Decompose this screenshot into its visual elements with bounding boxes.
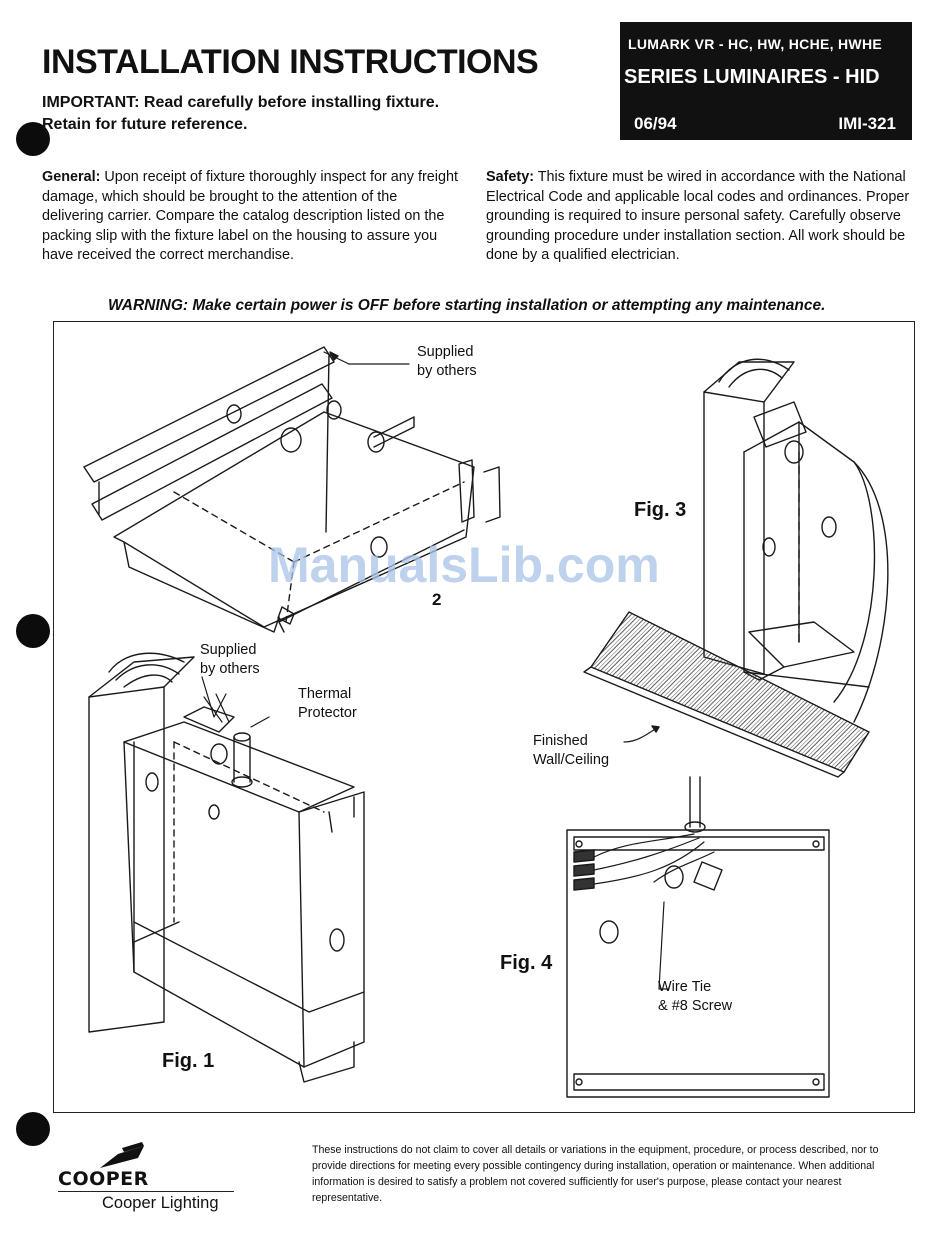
fig3-label: Fig. 3 (634, 499, 687, 521)
doc-number: IMI-321 (838, 114, 896, 133)
fig1-label: Fig. 1 (162, 1050, 215, 1072)
finished-surface-callout: Finished Wall/Ceiling (533, 732, 609, 770)
fig2-callout-line-2: by others (417, 363, 477, 379)
fig4-housing (566, 829, 830, 1098)
company-name: Cooper Lighting (102, 1194, 219, 1212)
fig4-label: Fig. 4 (500, 952, 553, 974)
fig2-callout-line-1: Supplied (417, 344, 474, 360)
important-line-2: Retain for future reference. (42, 116, 248, 133)
fig1-wall-post (88, 686, 165, 1033)
important-line-1: IMPORTANT: Read carefully before install… (42, 94, 440, 111)
fig1-callout-line-2: by others (200, 661, 260, 677)
fig2-drawing (83, 346, 501, 633)
fig1-callout: Supplied by others (200, 641, 260, 679)
important-notice: IMPORTANT: Read carefully before install… (42, 92, 522, 136)
installation-diagram (83, 346, 889, 1098)
product-series: SERIES LUMINAIRES - HID (624, 66, 880, 88)
safety-heading: Safety: (486, 169, 534, 185)
fig1-callout-line-1: Supplied (200, 642, 257, 658)
fig1-housing (123, 741, 365, 1068)
cooper-logo-word: COOPER (58, 1168, 149, 1190)
product-box: LUMARK VR - HC, HW, HCHE, HWHE SERIES LU… (620, 22, 912, 140)
wire-tie-line-1: Wire Tie (658, 979, 712, 995)
fig4-thermal-protector (689, 776, 701, 828)
fig3-ceiling-surface (590, 611, 870, 773)
figure-frame: Supplied by others 2 Supplied by others … (53, 321, 915, 1113)
thermal-protector-callout: Thermal Protector (298, 685, 357, 723)
product-models: LUMARK VR - HC, HW, HCHE, HWHE (628, 36, 882, 52)
thermal-line-2: Protector (298, 705, 357, 721)
fig2-number: 2 (432, 590, 442, 609)
watermark: ManualsLib.com (268, 537, 660, 593)
thermal-line-1: Thermal (298, 686, 352, 702)
safety-section: Safety: This fixture must be wired in ac… (486, 168, 911, 266)
safety-body: This fixture must be wired in accordance… (486, 169, 910, 263)
fig2-callout: Supplied by others (417, 343, 477, 381)
general-section: General: Upon receipt of fixture thoroug… (42, 168, 462, 266)
fig2-rail-upper (83, 346, 335, 483)
wire-tie-callout: Wire Tie & #8 Screw (658, 978, 732, 1016)
doc-date: 06/94 (634, 114, 677, 133)
finished-line-1: Finished (533, 733, 588, 749)
binder-hole-middle (16, 614, 50, 648)
cooper-logo-mark (100, 1142, 144, 1168)
binder-hole-bottom (16, 1112, 50, 1146)
general-heading: General: (42, 169, 101, 185)
finished-line-2: Wall/Ceiling (533, 752, 610, 768)
wire-tie-line-2: & #8 Screw (658, 998, 733, 1014)
fig1-drawing (88, 652, 365, 1083)
general-body: Upon receipt of fixture thoroughly inspe… (42, 169, 458, 263)
thermal-protector-body (233, 736, 251, 783)
fig4-drawing (566, 776, 830, 1098)
warning-text: WARNING: Make certain power is OFF befor… (108, 297, 826, 314)
fig2-rail-lower (91, 383, 333, 521)
fig3-drawing (583, 358, 889, 778)
page-title: INSTALLATION INSTRUCTIONS (42, 43, 539, 81)
footer-disclaimer: These instructions do not claim to cover… (312, 1144, 879, 1204)
binder-hole-top (16, 122, 50, 156)
logo-divider (58, 1191, 234, 1192)
